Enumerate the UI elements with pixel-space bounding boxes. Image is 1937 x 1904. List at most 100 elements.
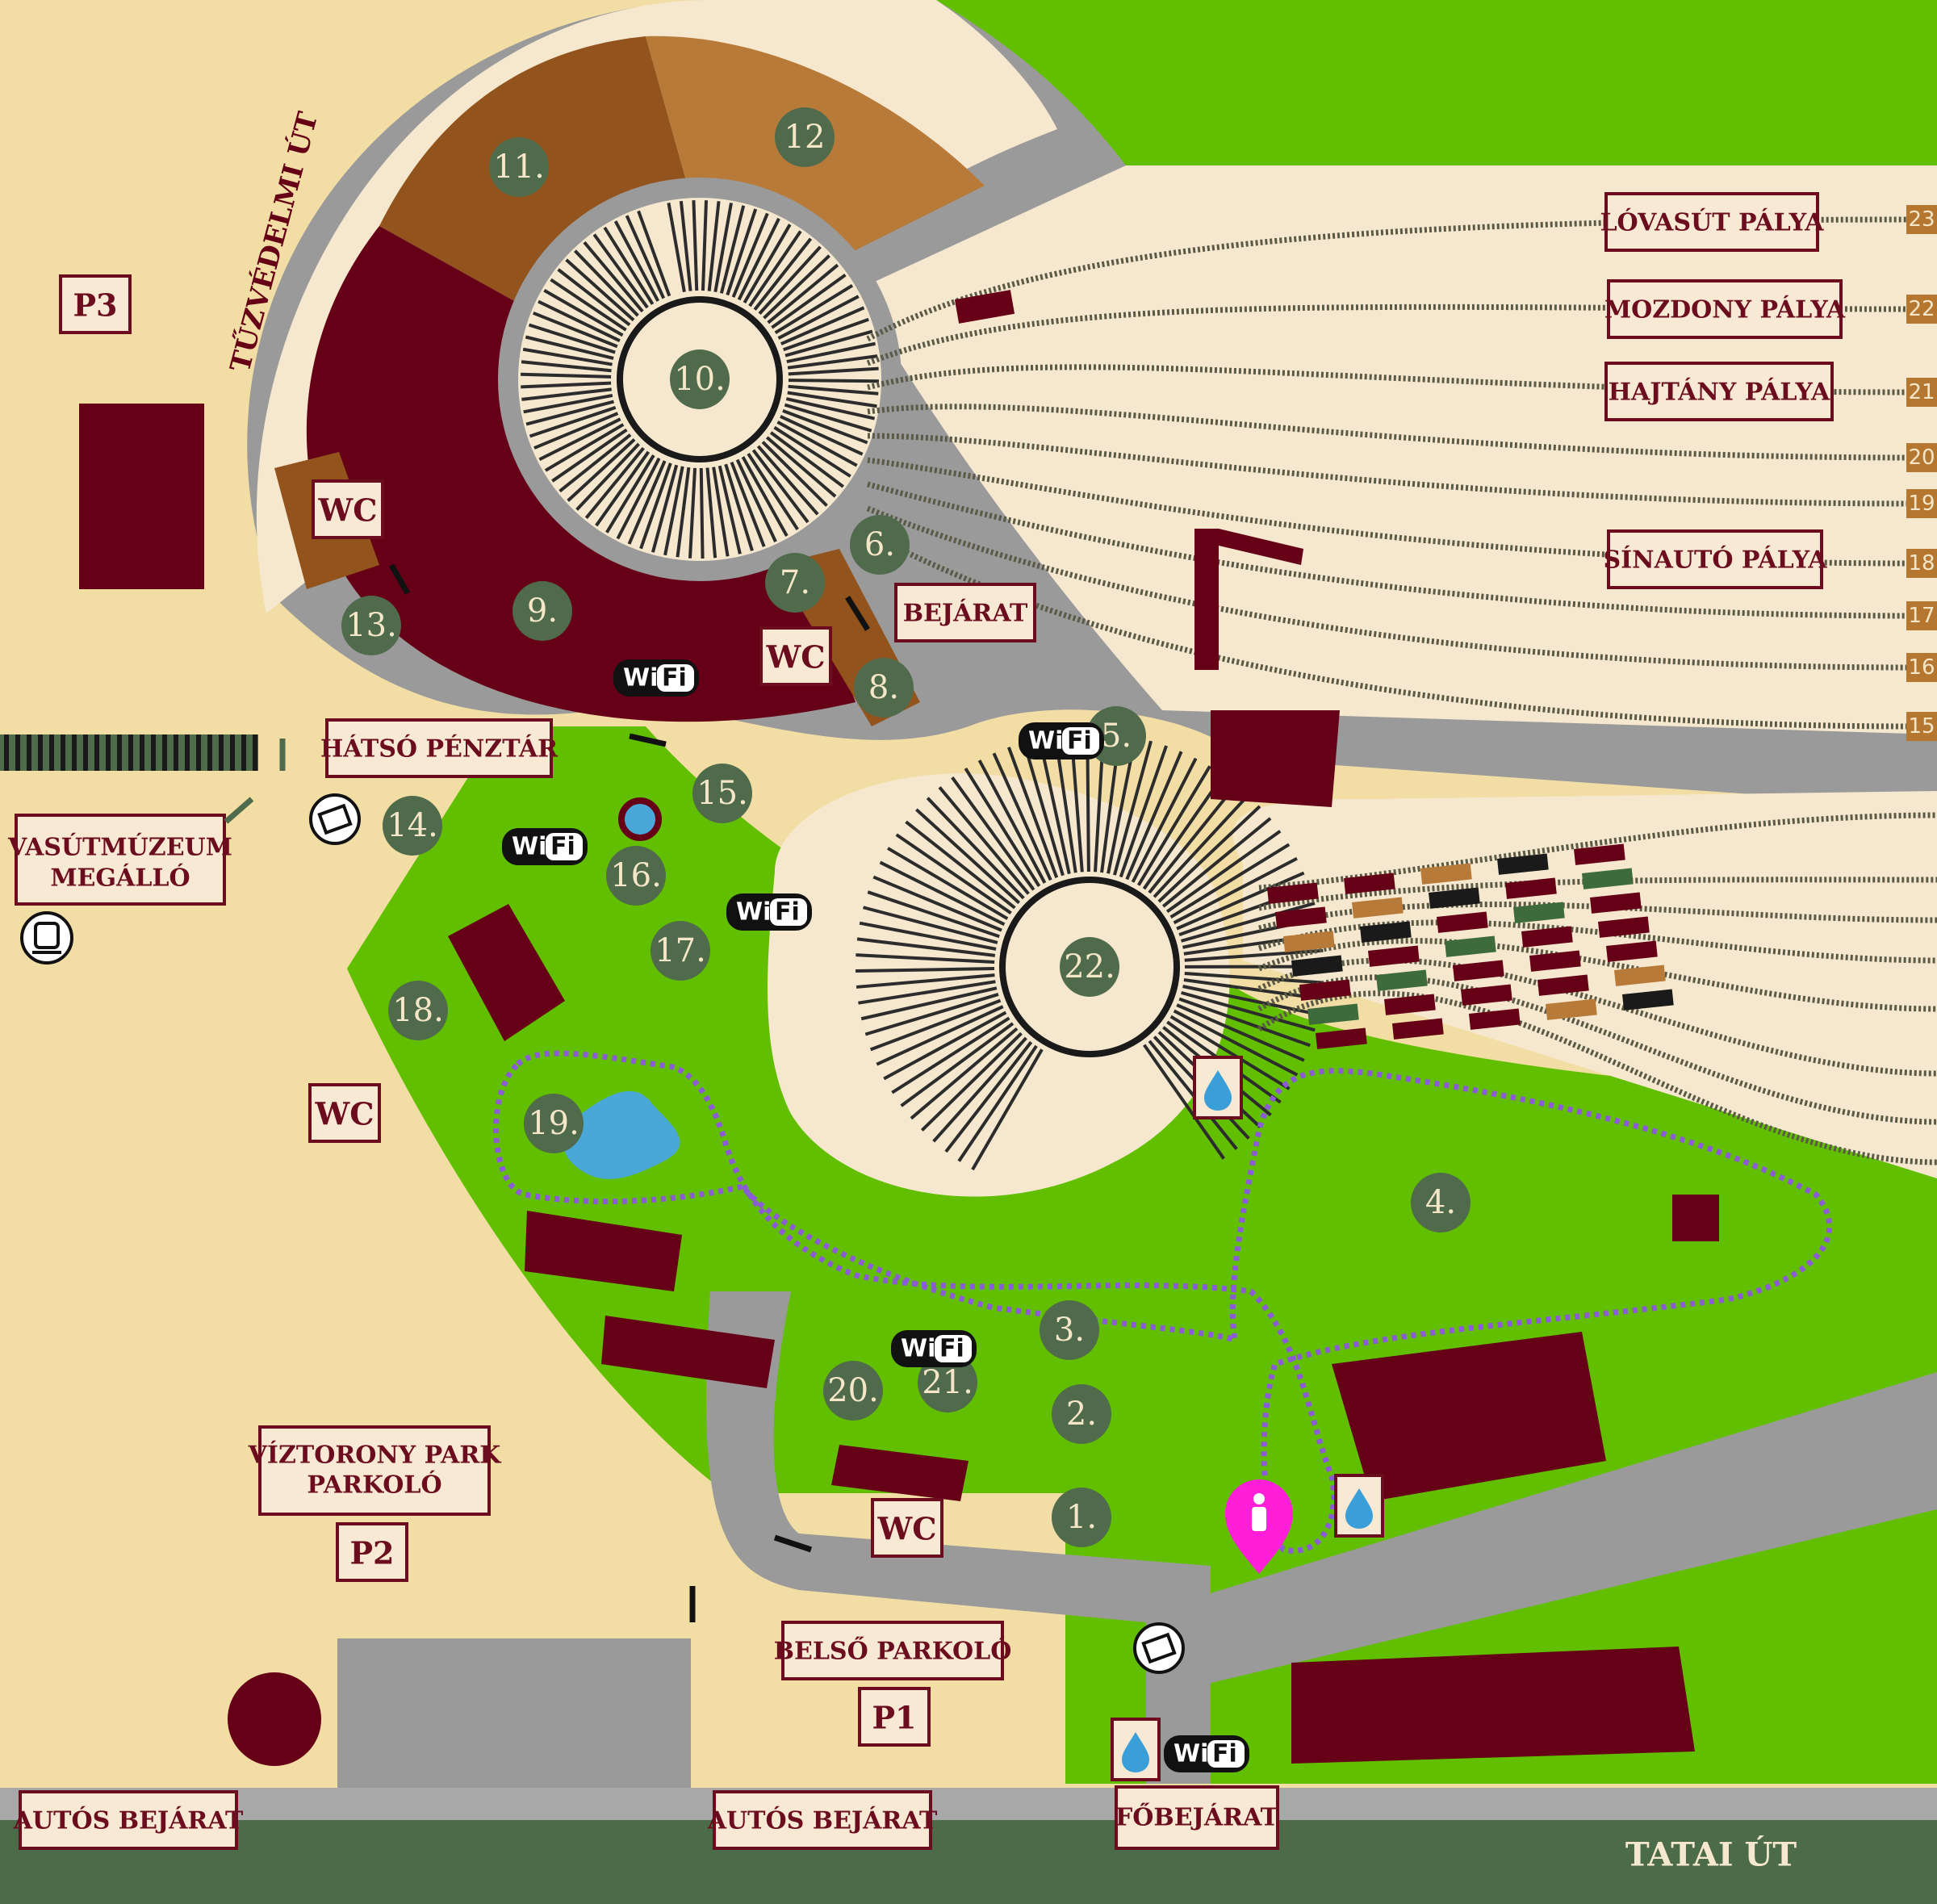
wagon [1513, 902, 1565, 923]
marker-13[interactable]: 13. [341, 596, 401, 655]
svg-text:10.: 10. [674, 361, 726, 398]
gate-icon [388, 563, 870, 1622]
svg-text:FŐBEJÁRAT: FŐBEJÁRAT [1115, 1803, 1279, 1832]
track-number-18: 18 [1906, 549, 1937, 578]
marker-7[interactable]: 7. [765, 553, 825, 613]
wagon [1316, 1027, 1367, 1049]
marker-4[interactable]: 4. [1411, 1173, 1471, 1232]
wagon [1574, 843, 1625, 865]
water-drop-icon [1334, 1474, 1384, 1538]
wagon [1590, 892, 1642, 914]
stall-line [787, 391, 877, 408]
stall-line [788, 379, 880, 383]
svg-text:WC: WC [315, 1096, 374, 1132]
marker-8[interactable]: 8. [854, 658, 914, 718]
wagon [1505, 877, 1557, 899]
stall-line [780, 306, 865, 345]
svg-text:SÍNAUTÓ PÁLYA: SÍNAUTÓ PÁLYA [1603, 546, 1827, 575]
marker-19[interactable]: 19. [524, 1094, 584, 1153]
marker-2[interactable]: 2. [1052, 1384, 1111, 1444]
svg-text:16: 16 [1908, 655, 1935, 680]
marker-3[interactable]: 3. [1040, 1300, 1099, 1360]
marker-14[interactable]: 14. [383, 796, 442, 856]
stall-line [538, 299, 621, 343]
stall-line [523, 394, 613, 414]
track-number-22: 22 [1906, 295, 1937, 324]
track-number-16: 16 [1906, 653, 1937, 682]
stall-line [1169, 1015, 1291, 1090]
stall-line [1161, 817, 1272, 908]
marker-1[interactable]: 1. [1052, 1488, 1111, 1547]
rail-tie [83, 734, 88, 771]
svg-text:Wi: Wi [736, 898, 771, 927]
marker-9[interactable]: 9. [512, 581, 572, 641]
wagon [1307, 1003, 1359, 1025]
bottom-road-gray [0, 1788, 1937, 1820]
wagon [1622, 989, 1674, 1011]
label-hajtany: HAJTÁNY PÁLYA [1604, 362, 1834, 421]
rail-tie [4, 734, 9, 771]
label-bejarat: BEJÁRAT [894, 583, 1036, 642]
stall-line [758, 245, 822, 315]
marker-16[interactable]: 16. [606, 846, 666, 906]
stall-line [528, 323, 616, 354]
svg-text:4.: 4. [1425, 1184, 1456, 1221]
stall-line [538, 417, 621, 462]
stall-line [957, 1044, 1038, 1162]
svg-text:11.: 11. [493, 149, 545, 186]
stall-line [584, 446, 645, 520]
stall-line [767, 263, 839, 324]
building [1194, 529, 1219, 670]
rail-tie [49, 734, 54, 771]
stall-line [920, 1032, 1023, 1132]
stall-line [525, 400, 614, 426]
marker-20[interactable]: 20. [823, 1361, 883, 1421]
stall-line [773, 425, 851, 478]
rail-tie [174, 734, 178, 771]
marker-22[interactable]: 22. [1060, 937, 1119, 997]
marker-18[interactable]: 18. [388, 981, 448, 1040]
marker-15[interactable]: 15. [692, 764, 752, 823]
building [1332, 1332, 1606, 1501]
stall-line [522, 347, 613, 366]
stall-line [895, 833, 1012, 914]
wagon [1582, 868, 1634, 889]
rail-tie [106, 734, 111, 771]
svg-text:16.: 16. [610, 857, 662, 894]
label-p2: P2 [336, 1522, 408, 1582]
location-pin-icon [1225, 1479, 1293, 1574]
svg-text:18.: 18. [392, 992, 444, 1029]
road-name-tatai: TATAI ÚT [1625, 1836, 1797, 1874]
stall-line [713, 203, 733, 293]
rail-tie [253, 734, 257, 771]
rail-track [1257, 919, 1937, 964]
stall-line [769, 431, 845, 488]
stall-line [761, 441, 828, 507]
stall-line [1022, 742, 1065, 877]
svg-text:Fi: Fi [939, 1335, 964, 1363]
rail-tie [162, 734, 167, 771]
track-number-20: 20 [1906, 443, 1937, 472]
stall-line [910, 1027, 1019, 1120]
stall-line [533, 412, 619, 450]
svg-text:Wi: Wi [1173, 1740, 1208, 1768]
wagon [1614, 965, 1666, 986]
ticket-icon [309, 793, 361, 845]
stall-line [856, 937, 996, 957]
marker-11[interactable]: 11. [489, 137, 549, 197]
building [448, 904, 565, 1041]
stall-line [867, 890, 1000, 939]
marker-6[interactable]: 6. [850, 515, 910, 575]
building [831, 1445, 968, 1501]
marker-17[interactable]: 17. [651, 921, 710, 981]
wagon [1368, 945, 1420, 967]
track-number-21: 21 [1906, 378, 1937, 407]
stall-line [1181, 990, 1316, 1032]
svg-text:8.: 8. [868, 669, 899, 706]
marker-21[interactable]: 21. [918, 1353, 977, 1412]
rail-tie [38, 734, 43, 771]
marker-10[interactable]: 10. [670, 349, 730, 409]
svg-text:P1: P1 [872, 1700, 916, 1736]
marker-12[interactable]: 12 [775, 107, 835, 167]
